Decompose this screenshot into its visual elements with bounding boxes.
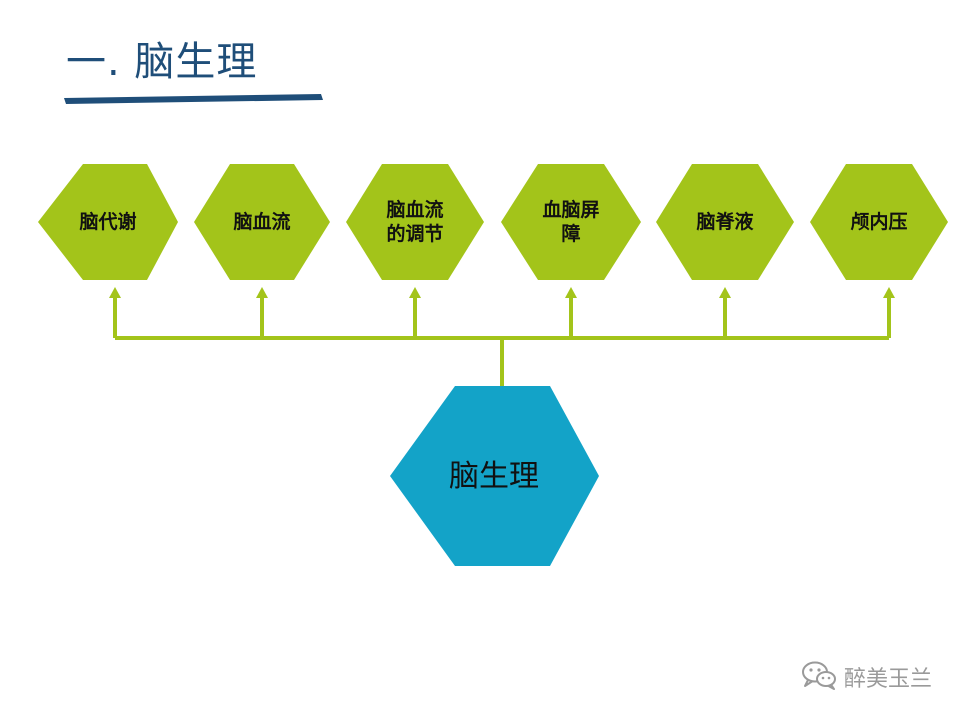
wechat-icon: [800, 660, 838, 694]
child-node-shape: [194, 164, 330, 280]
child-node-label: 脑代谢: [79, 211, 137, 233]
watermark-text: 醉美玉兰: [843, 667, 932, 692]
child-node-shape: [501, 164, 641, 280]
arrowhead: [719, 287, 731, 298]
child-node-label: 血脑屏 障: [542, 199, 600, 245]
child-node-label: 脑脊液: [696, 211, 754, 233]
root-node-label: 脑生理: [449, 459, 539, 494]
child-node-label: 脑血流: [233, 211, 291, 233]
watermark: 醉美玉兰: [800, 660, 932, 694]
arrowhead: [109, 287, 121, 298]
child-node-label: 颅内压: [850, 211, 908, 233]
arrowhead: [256, 287, 268, 298]
child-node-shape: [38, 164, 178, 280]
arrowhead: [883, 287, 895, 298]
arrowhead: [565, 287, 577, 298]
child-node-shape: [810, 164, 948, 280]
page-title: 一. 脑生理: [66, 39, 258, 85]
child-node-shape: [656, 164, 794, 280]
child-node-shape: [346, 164, 484, 280]
connector-lines: [109, 287, 895, 386]
root-node-shape: [390, 386, 599, 566]
arrowhead: [409, 287, 421, 298]
child-node-label: 脑血流 的调节: [386, 199, 444, 245]
child-nodes: [38, 164, 948, 280]
